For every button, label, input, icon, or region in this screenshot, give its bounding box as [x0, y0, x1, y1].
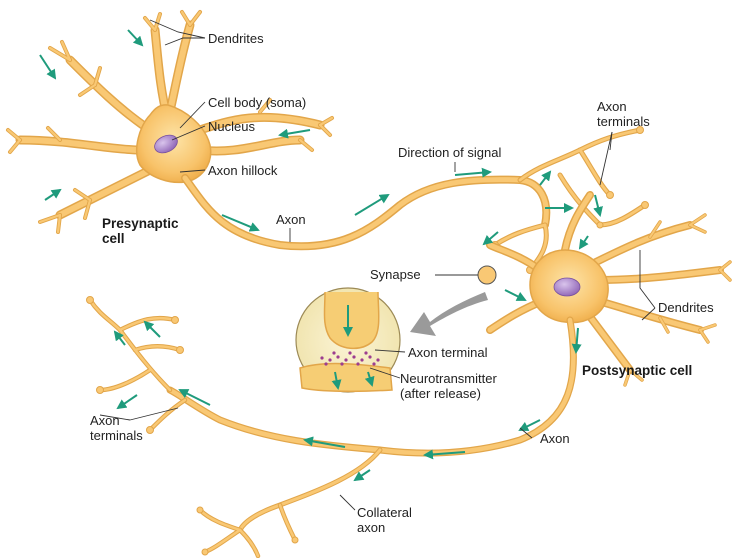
postsynaptic-nucleus [554, 278, 580, 296]
label-nucleus: Nucleus [208, 119, 255, 134]
label-axon-terminal-inset: Axon terminal [408, 345, 487, 360]
label-neurotransmitter: Neurotransmitter (after release) [400, 371, 505, 401]
label-axon-terminals-upper: Axon terminals [597, 99, 667, 129]
label-axon-terminals-lower: Axon terminals [90, 413, 160, 443]
label-collateral-axon: Collateral axon [357, 505, 427, 535]
label-axon-lower: Axon [540, 431, 570, 446]
label-axon-hillock: Axon hillock [208, 163, 277, 178]
label-presynaptic-cell: Presynaptic cell [102, 216, 197, 246]
label-direction-of-signal: Direction of signal [398, 145, 501, 160]
label-postsynaptic-cell: Postsynaptic cell [582, 363, 692, 378]
label-cell-body: Cell body (soma) [208, 95, 306, 110]
synapse-marker [478, 266, 496, 284]
synapse-inset [296, 288, 400, 392]
label-dendrites-right: Dendrites [658, 300, 714, 315]
label-dendrites-top: Dendrites [208, 31, 264, 46]
label-axon-upper: Axon [276, 212, 306, 227]
callout-arrow [410, 292, 488, 336]
label-synapse: Synapse [370, 267, 421, 282]
